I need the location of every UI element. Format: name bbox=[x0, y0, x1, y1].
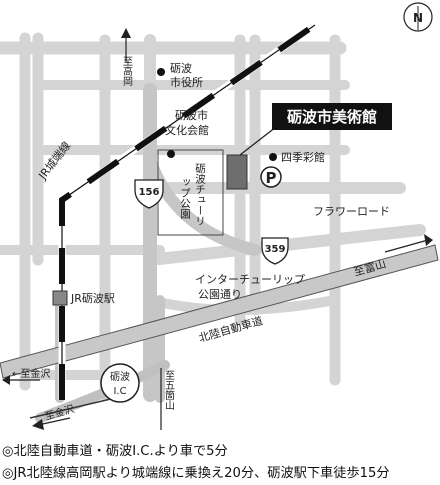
access-caption-car: ◎北陸自動車道・砺波I.C.より車で5分 bbox=[2, 444, 228, 459]
flower-road-label: フラワーロード bbox=[313, 205, 390, 218]
access-caption-train: ◎JR北陸線高岡駅より城端線に乗換え20分、砺波駅下車徒歩15分 bbox=[2, 466, 390, 481]
shikisaikan-marker bbox=[269, 153, 277, 161]
bunka-kaikan-label-line2: 文化会館 bbox=[165, 123, 209, 137]
expressway bbox=[0, 244, 439, 379]
jr-station-label: JR砺波駅 bbox=[70, 292, 115, 305]
north-arrow: N bbox=[403, 2, 433, 32]
route-359-label: 359 bbox=[265, 244, 286, 255]
city-hall-label-line1: 砺波 bbox=[170, 62, 192, 75]
museum-building bbox=[226, 154, 248, 190]
to-kanazawa-label: ←至金沢 bbox=[12, 367, 50, 380]
tulip-park-marker bbox=[167, 150, 175, 158]
city-hall-marker bbox=[157, 68, 165, 76]
museum-callout: 砺波市美術館 bbox=[272, 103, 392, 130]
access-map: N P 156 359 bbox=[0, 2, 439, 430]
museum-label: 砺波市美術館 bbox=[287, 108, 377, 126]
parking-label: P bbox=[266, 169, 277, 187]
to-gokayama-label: 至五箇山 bbox=[163, 370, 175, 410]
tulip-park-label-line2: ップ公園 bbox=[179, 177, 191, 220]
direction-arrows bbox=[2, 28, 433, 430]
city-hall-label-line2: 市役所 bbox=[170, 75, 203, 89]
interchange-street-label-line1: インターチューリップ bbox=[195, 273, 305, 286]
route-359-shield: 359 bbox=[261, 237, 289, 265]
station-marker bbox=[52, 290, 68, 306]
ic-label-line1: 砺波 bbox=[110, 370, 130, 383]
jr-rail-line bbox=[58, 22, 317, 400]
interchange-street-label-line2: 公園通り bbox=[198, 288, 242, 301]
parking-icon: P bbox=[260, 166, 282, 188]
tulip-park-label-line1: 砺波チューリ bbox=[194, 163, 206, 226]
north-label: N bbox=[413, 11, 423, 25]
route-156-shield: 156 bbox=[134, 179, 164, 209]
shikisaikan-label: 四季彩館 bbox=[281, 150, 325, 164]
to-takaoka-label: 至高岡 bbox=[121, 56, 133, 87]
bunka-kaikan-label-line1: 砺波市 bbox=[175, 108, 208, 122]
ic-marker: 砺波 I.C bbox=[100, 363, 140, 403]
route-156-label: 156 bbox=[139, 187, 160, 198]
ic-label-line2: I.C bbox=[113, 386, 126, 397]
